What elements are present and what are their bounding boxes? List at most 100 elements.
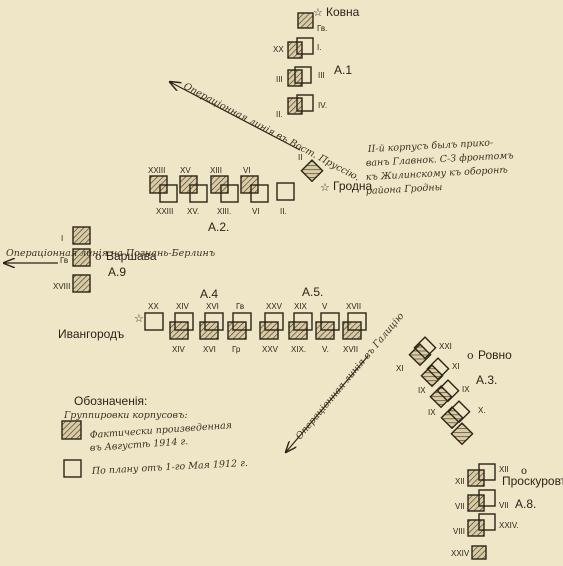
army-4-group: Ивангородъ ☆ А.4 XX XIV XVI Гв XIV XVI Г…: [58, 287, 252, 354]
corps-plan: [478, 513, 496, 531]
corps-label: XVIII: [53, 282, 70, 291]
corps-plan: [478, 463, 496, 481]
corps-label: I.: [317, 43, 321, 52]
corps-label: XXI: [439, 342, 452, 351]
corps-plan: [159, 184, 178, 203]
grodna-group: II ☆ Гродна: [298, 153, 373, 194]
corps-plan: [250, 184, 269, 203]
star-icon: ☆: [134, 312, 144, 325]
corps-label: IV.: [318, 101, 327, 110]
corps-gv-actual: [72, 248, 91, 267]
corps-label: IX: [462, 385, 470, 394]
corps-label: VI: [243, 166, 251, 175]
corps-label: XXIII: [148, 166, 165, 175]
army-1-label: А.1: [334, 63, 352, 77]
army-5-group: А.5. XXV XIX V XVII XXV XIX. V. XVII: [259, 285, 367, 354]
corps-label: Гв: [60, 256, 68, 265]
corps-label: XXIV: [451, 549, 470, 558]
corps-label: XIV: [172, 345, 186, 354]
legend-title: Обозначенія:: [74, 394, 147, 408]
corps-plan: [478, 489, 496, 507]
corps-label: XXV: [262, 345, 279, 354]
corps-plan: [204, 312, 224, 331]
corps-ii-actual: [300, 159, 324, 183]
corps-i-actual: [72, 226, 91, 245]
corps-iii-plan: [294, 66, 312, 84]
corps-ii-plan: [276, 182, 295, 201]
city-proskurov-label: Проскуровъ: [502, 474, 563, 488]
legend: Обозначенія: Группировки корпусовъ: Факт…: [61, 394, 248, 478]
star-icon: ☆: [320, 181, 330, 194]
corps-plan: [426, 357, 450, 381]
corps-label: III: [276, 75, 283, 84]
army-9-group: I Гв o Варшава А.9 XVIII: [53, 226, 157, 293]
legend-subtitle: Группировки корпусовъ:: [63, 410, 188, 421]
army-5-label: А.5.: [302, 285, 323, 299]
army-2-group: XXIII XV XIII VI XXIII XV. XIII. VI II. …: [148, 166, 295, 234]
corps-actual: [440, 406, 464, 430]
army-3-group: o Ровно А.3. XXI XI XI IX IX IX X.: [396, 336, 512, 446]
corps-label: V.: [322, 345, 329, 354]
corps-xx-actual: [287, 41, 303, 59]
army-2-label: А.2.: [208, 220, 229, 234]
corps-gv-actual: [297, 12, 314, 29]
star-icon: ☆: [313, 6, 323, 19]
arrow-label: Операціонная линія въ Вост. Пруссію.: [182, 81, 362, 184]
corps-actual: [429, 385, 453, 409]
corps-actual: [467, 494, 485, 512]
city-marker-icon: o: [521, 466, 527, 477]
corps-plan: [413, 336, 437, 360]
army-3-label: А.3.: [476, 373, 497, 387]
corps-label: VII: [455, 502, 465, 511]
city-kovna-label: Ковна: [326, 5, 360, 19]
corps-label: XI: [452, 362, 460, 371]
corps-label: XXV: [266, 302, 283, 311]
corps-label: VIII: [453, 527, 465, 536]
city-marker-icon: o: [95, 250, 102, 263]
operation-line-east-prussia: Операціонная линія въ Вост. Пруссію.: [170, 81, 361, 184]
corps-label: XVI: [203, 345, 216, 354]
army-8-label: А.8.: [515, 497, 536, 511]
corps-plan: [447, 400, 471, 424]
legend-plan-swatch: [63, 459, 82, 478]
corps-plan: [436, 379, 460, 403]
corps-plan: [264, 312, 284, 331]
corps-xviii-actual: [72, 274, 91, 293]
corps-label: II.: [276, 110, 283, 119]
corps-iv-plan: [296, 94, 314, 112]
corps-label: Гр: [232, 345, 241, 354]
corps-label: IX: [428, 408, 436, 417]
corps-label: XX: [273, 45, 284, 54]
corps-plan: [293, 312, 313, 331]
corps-actual: [420, 364, 444, 388]
corps-label: Гв: [236, 302, 244, 311]
city-ivangorod-label: Ивангородъ: [58, 327, 125, 341]
corps-label: XXIV.: [499, 521, 519, 530]
corps-actual: [408, 343, 432, 367]
army-4-label: А.4: [200, 287, 218, 301]
corps-i-plan: [296, 37, 314, 55]
corps-label: XVII: [343, 345, 358, 354]
corps-label: III: [318, 71, 325, 80]
corps-label: X.: [478, 406, 486, 415]
corps-label: IX: [418, 386, 426, 395]
corps-plan: [220, 184, 239, 203]
corps-plan: [189, 184, 208, 203]
city-grodna-label: Гродна: [333, 179, 373, 193]
corps-iv-actual: [287, 97, 303, 115]
corps-plan: [347, 312, 367, 331]
corps-label: XIII.: [217, 207, 231, 216]
corps-label: XXIII: [156, 207, 173, 216]
corps-label: VII: [499, 501, 509, 510]
corps-label: XIX.: [291, 345, 306, 354]
army-1-group: Гв. Ковна ☆ XX I. III III А.1 II. IV.: [273, 5, 360, 119]
city-marker-icon: o: [467, 349, 474, 362]
corps-label: XIV: [176, 302, 190, 311]
corps-label: XII: [455, 477, 465, 486]
corps-xx-plan: [144, 312, 164, 331]
arrow-label: Операціонная линія на Познань-Берлинъ: [6, 248, 215, 259]
corps-label: V: [322, 302, 328, 311]
army-9-label: А.9: [108, 265, 126, 279]
corps-plan: [232, 312, 252, 331]
